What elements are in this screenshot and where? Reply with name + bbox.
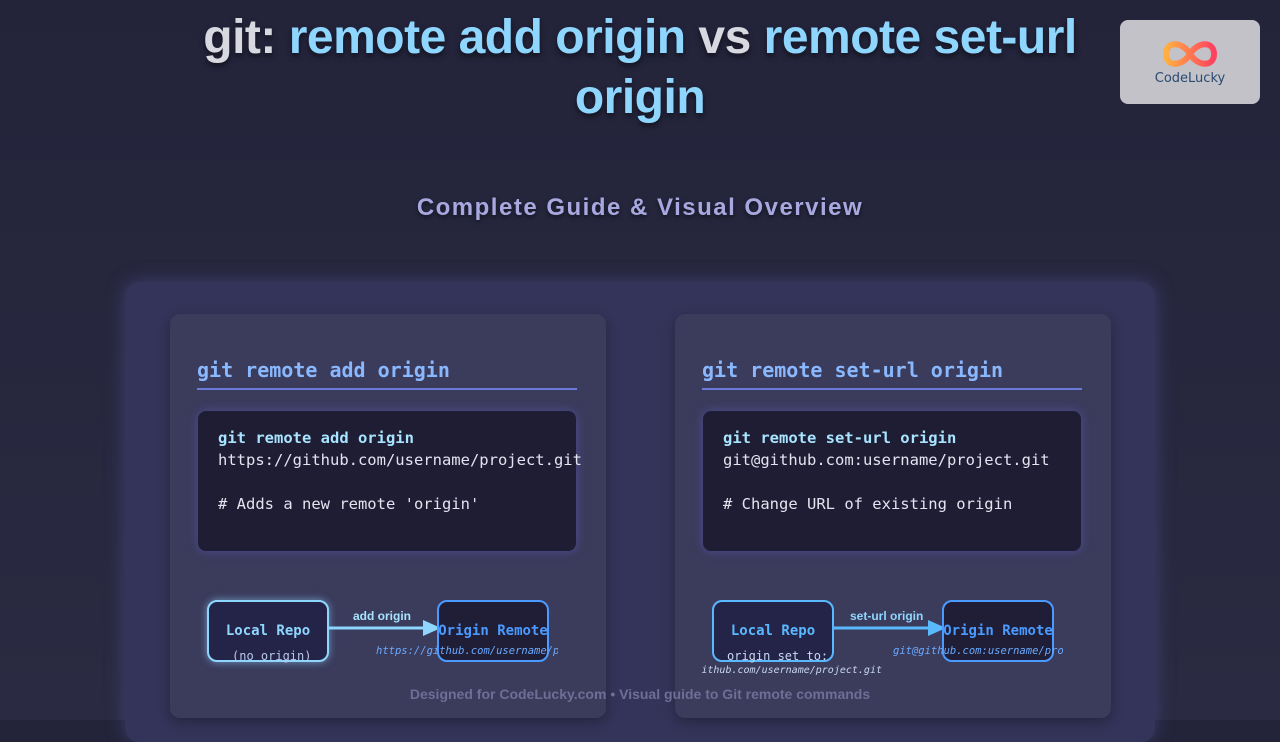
local-repo-label: Local Repo	[225, 623, 311, 639]
local-repo-node: Local Repo	[712, 600, 834, 662]
arrow-icon	[329, 620, 441, 636]
code-block: git remote add origin https://github.com…	[198, 411, 582, 551]
origin-remote-node: Origin Remote	[437, 600, 549, 662]
title-command-2: remote set-url origin	[574, 11, 1077, 124]
title-command-1: remote add origin	[288, 11, 686, 64]
arrow-label: set-url origin	[850, 609, 924, 623]
code-comment: # Adds a new remote 'origin'	[218, 495, 480, 513]
remote-url: https://github.com/username/project.git	[376, 645, 558, 657]
infinity-logo-icon	[1162, 40, 1218, 67]
card-heading: git remote set-url origin	[702, 358, 1082, 390]
card-remote-set-url: git remote set-url origin git remote set…	[675, 314, 1111, 718]
card-remote-add: git remote add origin git remote add ori…	[170, 314, 606, 718]
code-url: https://github.com/username/project.git	[218, 451, 582, 469]
local-repo-label: Local Repo	[730, 623, 816, 639]
local-url-text: https://github.com/username/project.git	[702, 665, 882, 676]
local-repo-url: https://github.com/username/project.git	[702, 665, 882, 676]
local-repo-note: (no origin)	[232, 649, 312, 663]
origin-remote-node: Origin Remote	[942, 600, 1054, 662]
footer: Designed for CodeLucky.com • Visual guid…	[409, 686, 871, 702]
origin-remote-label: Origin Remote	[438, 623, 548, 639]
card-heading: git remote add origin	[197, 358, 577, 390]
code-command: git remote set-url origin	[723, 429, 957, 447]
origin-remote-label: Origin Remote	[943, 623, 1053, 639]
title-vs: vs	[685, 11, 764, 64]
title-prefix: git:	[203, 11, 289, 64]
remote-url: git@github.com:username/project.git	[893, 645, 1063, 657]
local-repo-node: Local Repo	[207, 600, 329, 662]
arrow-label: add origin	[353, 609, 411, 623]
code-command: git remote add origin	[218, 429, 414, 447]
local-repo-note: origin set to:	[727, 649, 829, 663]
code-comment: # Change URL of existing origin	[723, 495, 1013, 513]
codelucky-logo: CodeLucky	[1120, 20, 1260, 104]
code-url: git@github.com:username/project.git	[723, 451, 1050, 469]
subtitle: Complete Guide & Visual Overview	[416, 194, 864, 221]
code-block: git remote set-url origin git@github.com…	[703, 411, 1081, 551]
page-title: git: remote add origin vs remote set-url…	[150, 8, 1130, 128]
arrow-icon	[834, 620, 946, 636]
logo-text: CodeLucky	[1154, 70, 1226, 86]
